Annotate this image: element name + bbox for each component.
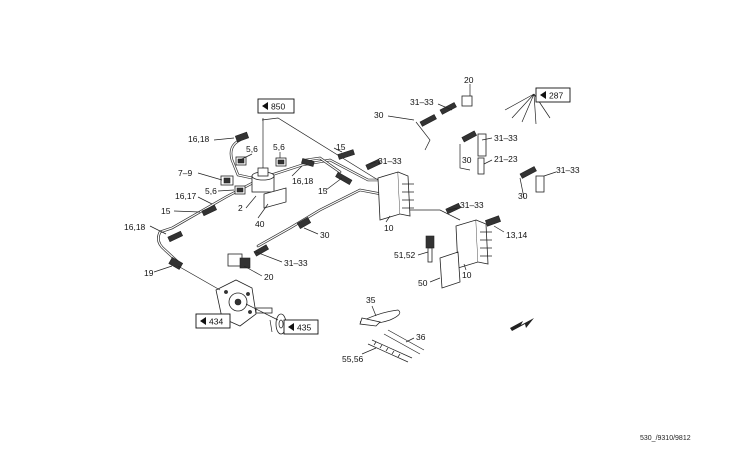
ref-box-850[interactable]: 850 [257, 98, 295, 114]
label-20-lower: 20 [264, 272, 274, 282]
label-15-a: 15 [336, 142, 346, 152]
label-35: 35 [366, 295, 376, 305]
part-20-lower [227, 253, 251, 269]
label-2: 2 [238, 203, 243, 213]
ref-850-text: 850 [271, 102, 285, 112]
label-51-52: 51,52 [394, 250, 416, 260]
solenoid-valve [251, 118, 287, 209]
label-5-6-b: 5,6 [273, 142, 285, 152]
label-16-18-c: 16,18 [124, 222, 146, 232]
direction-arrow [510, 318, 534, 331]
label-13-14: 13,14 [506, 230, 528, 240]
strip-55-56 [367, 339, 413, 363]
label-15-b: 15 [318, 186, 328, 196]
ref-box-287[interactable]: 287 [535, 87, 571, 103]
ref-435-text: 435 [297, 323, 311, 333]
cable-tie [359, 309, 401, 327]
label-5-6-c: 5,6 [205, 186, 217, 196]
label-19: 19 [144, 268, 154, 278]
label-31-33-b: 31–33 [494, 133, 518, 143]
label-30-b: 30 [462, 155, 472, 165]
strip-36 [383, 329, 425, 355]
fittings [167, 102, 537, 270]
screws-upper-right [415, 95, 545, 199]
wiring-fan [504, 93, 551, 125]
label-31-33-e: 31–33 [460, 200, 484, 210]
label-30-d: 30 [320, 230, 330, 240]
label-16-18-b: 16,18 [292, 176, 314, 186]
ref-box-434[interactable]: 434 [195, 313, 231, 329]
item-labels: 20 31–33 30 31–33 30 21–23 31–33 30 16,1… [124, 75, 580, 364]
label-40: 40 [255, 219, 265, 229]
drawing-code: 530_/9310/9812 [640, 435, 691, 442]
valve-block-lower [425, 215, 501, 289]
valve-block-upper [377, 171, 414, 221]
label-50: 50 [418, 278, 428, 288]
ref-434-text: 434 [209, 317, 223, 327]
label-16-17: 16,17 [175, 191, 197, 201]
label-31-33-d: 31–33 [378, 156, 402, 166]
label-5-6-a: 5,6 [246, 144, 258, 154]
label-16-18-a: 16,18 [188, 134, 210, 144]
ref-287-text: 287 [549, 91, 563, 101]
label-10-b: 10 [462, 270, 472, 280]
label-31-33-f: 31–33 [284, 258, 308, 268]
ref-box-435[interactable]: 435 [283, 319, 319, 335]
label-36: 36 [416, 332, 426, 342]
label-55-56: 55,56 [342, 354, 364, 364]
label-7-9: 7–9 [178, 168, 192, 178]
leader-lines [149, 84, 557, 355]
label-10-a: 10 [384, 223, 394, 233]
label-31-33-a: 31–33 [410, 97, 434, 107]
label-21-23: 21–23 [494, 154, 518, 164]
label-30-c: 30 [518, 191, 528, 201]
label-15-c: 15 [161, 206, 171, 216]
label-20-upper: 20 [464, 75, 474, 85]
label-30-a: 30 [374, 110, 384, 120]
label-31-33-c: 31–33 [556, 165, 580, 175]
